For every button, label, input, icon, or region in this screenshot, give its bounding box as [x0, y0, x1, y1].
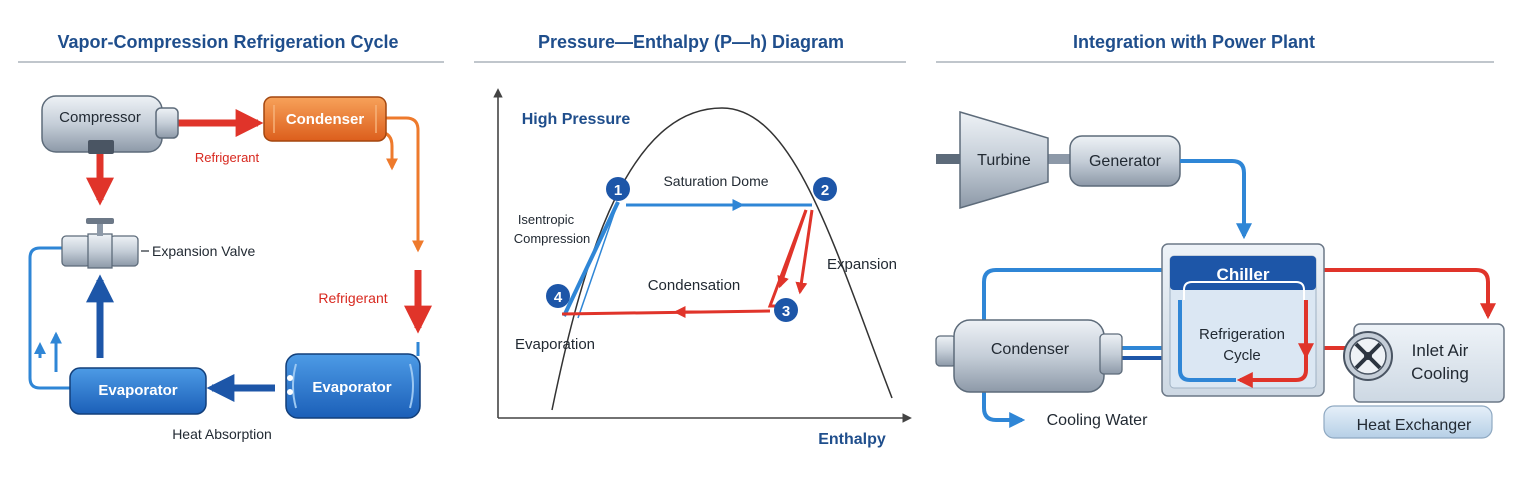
left-panel: Vapor-Compression Refrigeration Cycle Co…	[18, 32, 444, 442]
condensation-label: Condensation	[648, 277, 741, 294]
refrigerant-top-label: Refrigerant	[195, 150, 260, 165]
inlet-air-label-1: Inlet Air	[1412, 341, 1469, 360]
chiller-label: Chiller	[1217, 265, 1270, 284]
state-point-3: 3	[774, 298, 798, 322]
left-panel-title: Vapor-Compression Refrigeration Cycle	[57, 32, 398, 52]
turbine-shaft	[936, 154, 960, 164]
state-point-2-label: 2	[821, 182, 829, 199]
generator: Generator	[1069, 135, 1181, 187]
state-point-1: 1	[606, 177, 630, 201]
isentropic-label-2: Compression	[514, 231, 591, 246]
refrigerant-right-label: Refrigerant	[318, 290, 387, 306]
generator-label: Generator	[1089, 153, 1162, 170]
compressor-label: Compressor	[59, 109, 141, 126]
state-point-3-label: 3	[782, 303, 790, 320]
chiller-unit: Chiller Refrigeration Cycle	[1161, 243, 1325, 397]
cooling-water-pipe	[982, 392, 1026, 428]
expansion-valve	[61, 218, 139, 269]
evaporation-label: Evaporation	[515, 336, 595, 353]
evaporator-left: Evaporator	[69, 367, 207, 415]
fan-icon	[1343, 331, 1393, 381]
turbine-label: Turbine	[977, 152, 1031, 169]
right-panel: Integration with Power Plant Turbine Gen…	[935, 32, 1505, 439]
evaporator-right: Evaporator	[285, 353, 421, 419]
heat-exchanger: Heat Exchanger	[1323, 405, 1493, 439]
middle-panel: Pressure—Enthalpy (P—h) Diagram High Pre…	[474, 32, 912, 448]
expansion-label: Expansion	[827, 256, 897, 273]
heat-absorption-label: Heat Absorption	[172, 426, 272, 442]
middle-panel-title: Pressure—Enthalpy (P—h) Diagram	[538, 32, 844, 52]
condenser-label: Condenser	[286, 111, 365, 128]
condenser-outlet-pipe	[386, 116, 424, 253]
evaporator-right-label: Evaporator	[312, 379, 391, 396]
expansion-line-2	[795, 209, 814, 295]
x-axis-label: Enthalpy	[818, 431, 886, 448]
inlet-air-cooling-unit: Inlet Air Cooling	[1343, 323, 1505, 403]
compressor: Compressor	[41, 95, 179, 154]
state-point-4-label: 4	[554, 289, 563, 306]
isentropic-compression-thin	[577, 201, 619, 319]
refrigeration-label-1: Refrigeration	[1199, 326, 1285, 343]
state-point-4: 4	[546, 284, 570, 308]
cooling-water-label: Cooling Water	[1047, 412, 1148, 429]
chiller-inner-hot-loop	[1236, 300, 1308, 388]
state-point-2: 2	[813, 177, 837, 201]
right-panel-title: Integration with Power Plant	[1073, 32, 1315, 52]
heat-exchanger-label: Heat Exchanger	[1357, 417, 1472, 434]
power-condenser-label: Condenser	[991, 341, 1070, 358]
evaporator-left-label: Evaporator	[98, 382, 177, 399]
turbine-generator-coupling	[1046, 154, 1072, 164]
isentropic-compression-line	[562, 201, 620, 317]
refrigeration-label-2: Cycle	[1223, 347, 1261, 364]
saturation-dome-label: Saturation Dome	[663, 173, 768, 189]
turbine: Turbine	[959, 110, 1049, 210]
isentropic-label-1: Isentropic	[518, 212, 575, 227]
inlet-air-label-2: Cooling	[1411, 364, 1469, 383]
generator-to-chiller-pipe	[1180, 159, 1252, 240]
y-axis-label: High Pressure	[522, 111, 631, 128]
chiller-to-inlet-hot-pipe	[1324, 268, 1496, 320]
expansion-valve-label: Expansion Valve	[152, 243, 255, 259]
chiller-inner-cold-loop	[1178, 300, 1236, 382]
condenser: Condenser	[263, 96, 387, 142]
power-condenser: Condenser	[935, 319, 1123, 393]
condensation-line	[561, 309, 771, 316]
left-loop-pipe	[28, 246, 70, 390]
state-point-1-label: 1	[614, 182, 622, 199]
condenser-supply-pipe	[982, 268, 1168, 330]
